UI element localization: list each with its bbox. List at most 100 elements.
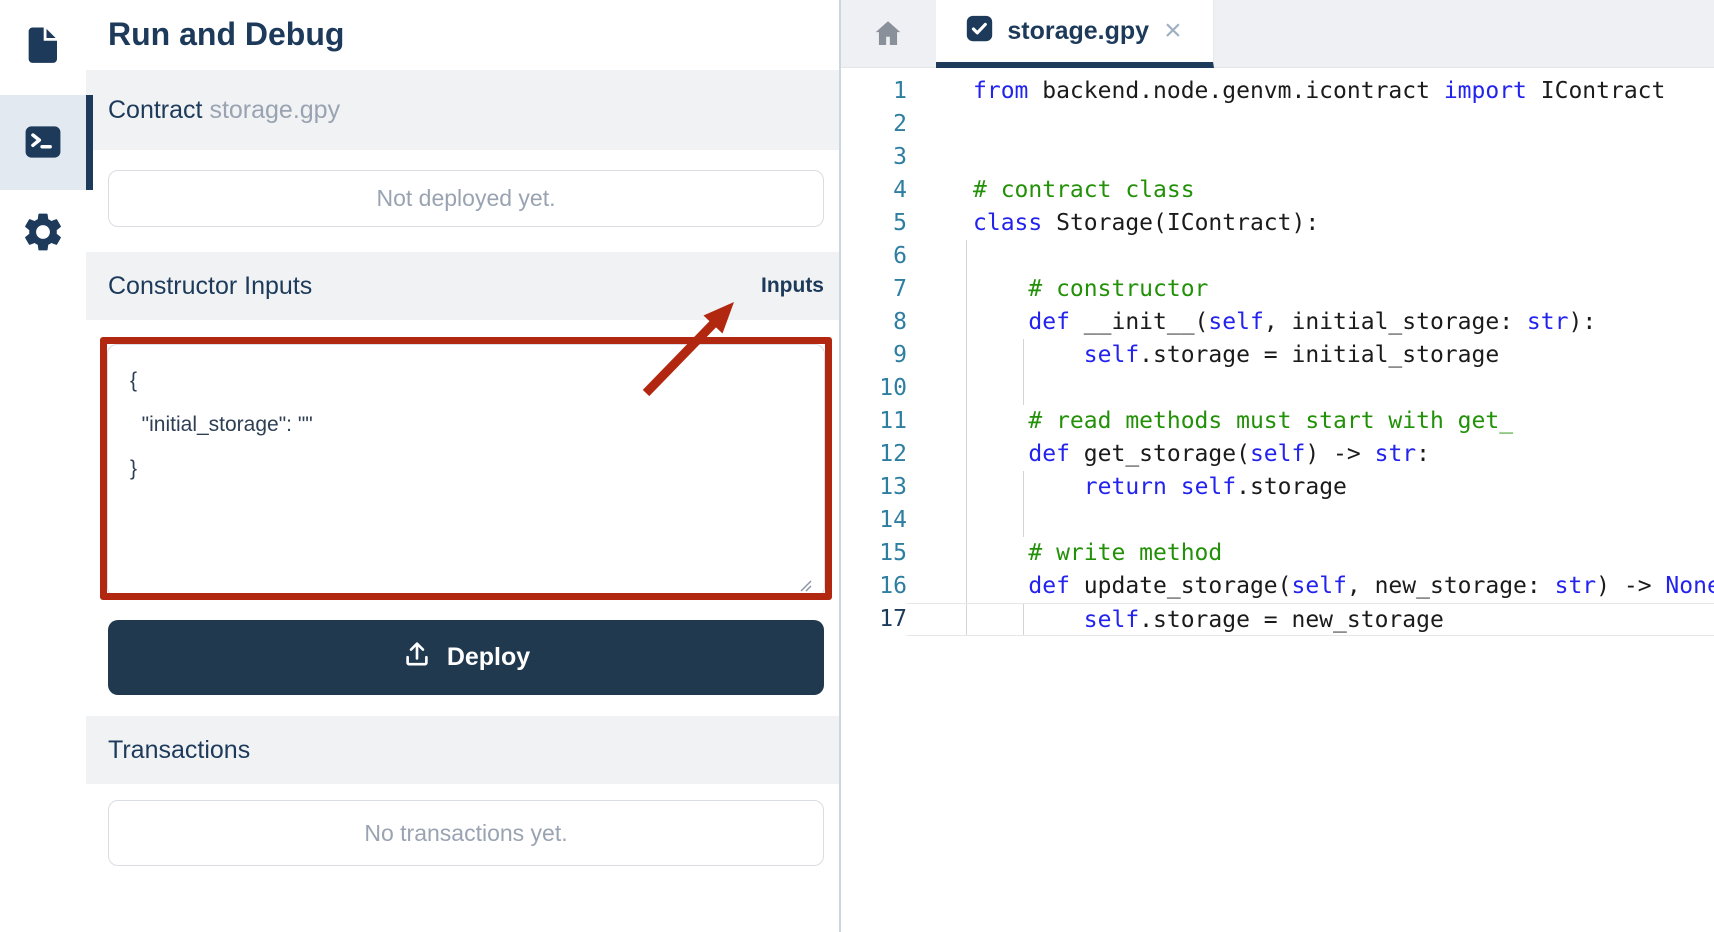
indent-guide bbox=[966, 372, 967, 405]
code-line[interactable]: 13 return self.storage bbox=[841, 471, 1714, 504]
sidebar-item-settings[interactable] bbox=[0, 203, 86, 263]
indent-guide bbox=[1023, 471, 1024, 504]
tab-close-icon[interactable]: × bbox=[1164, 14, 1182, 47]
code-line[interactable]: 2 bbox=[841, 108, 1714, 141]
textarea-resize-handle[interactable] bbox=[798, 578, 814, 599]
line-number: 11 bbox=[879, 408, 907, 434]
indent-guide bbox=[966, 438, 967, 471]
code-line[interactable]: 8 def __init__(self, initial_storage: st… bbox=[841, 306, 1714, 339]
deploy-status-text: Not deployed yet. bbox=[376, 185, 556, 211]
upload-icon bbox=[402, 639, 432, 676]
gear-icon bbox=[20, 209, 66, 258]
deploy-button-label: Deploy bbox=[446, 643, 531, 671]
code-line[interactable]: 14 bbox=[841, 504, 1714, 537]
line-number: 6 bbox=[893, 243, 907, 269]
indent-guide bbox=[966, 537, 967, 570]
run-debug-panel: Run and Debug Contract storage.gpy Not d… bbox=[86, 0, 839, 932]
code-line[interactable]: 3 bbox=[841, 141, 1714, 174]
code-line[interactable]: 1 from backend.node.genvm.icontract impor… bbox=[841, 75, 1714, 108]
code-text: def update_storage(self, new_storage: st… bbox=[1028, 573, 1714, 599]
code-line[interactable]: 12 def get_storage(self) -> str: bbox=[841, 438, 1714, 471]
code-line[interactable]: 9 self.storage = initial_storage bbox=[841, 339, 1714, 372]
line-number: 2 bbox=[893, 111, 907, 137]
indent-guide bbox=[966, 504, 967, 537]
code-line[interactable]: 17 self.storage = new_storage bbox=[841, 603, 1714, 636]
transactions-header: Transactions bbox=[86, 716, 839, 784]
code-line[interactable]: 10 bbox=[841, 372, 1714, 405]
tab-storage-gpy[interactable]: storage.gpy × bbox=[936, 0, 1214, 68]
line-number: 1 bbox=[893, 78, 907, 104]
code-line[interactable]: 6 bbox=[841, 240, 1714, 273]
panel-editor-divider[interactable] bbox=[839, 0, 841, 932]
line-number: 10 bbox=[879, 375, 907, 401]
code-line[interactable]: 11 # read methods must start with get_ bbox=[841, 405, 1714, 438]
indent-guide bbox=[966, 604, 967, 635]
code-line[interactable]: 16 def update_storage(self, new_storage:… bbox=[841, 570, 1714, 603]
code-text: class Storage(IContract): bbox=[973, 210, 1320, 236]
code-line[interactable]: 7 # constructor bbox=[841, 273, 1714, 306]
sidebar-item-files[interactable] bbox=[0, 16, 86, 76]
code-line[interactable]: 15 # write method bbox=[841, 537, 1714, 570]
code-line[interactable]: 5 class Storage(IContract): bbox=[841, 207, 1714, 240]
indent-guide bbox=[1023, 504, 1024, 537]
indent-guide bbox=[966, 273, 967, 306]
constructor-inputs-header: Constructor Inputs Inputs bbox=[86, 252, 839, 320]
code-editor: storage.gpy × 1 from backend.node.genvm.i… bbox=[841, 0, 1714, 932]
line-number: 5 bbox=[893, 210, 907, 236]
code-text: # read methods must start with get_ bbox=[1028, 408, 1514, 434]
line-number: 12 bbox=[879, 441, 907, 467]
code-line[interactable]: 4 # contract class bbox=[841, 174, 1714, 207]
sidebar-item-run-debug[interactable] bbox=[0, 113, 86, 173]
contract-label: Contract storage.gpy bbox=[108, 95, 341, 124]
deploy-button[interactable]: Deploy bbox=[108, 620, 824, 695]
indent-guide bbox=[966, 570, 967, 603]
code-area[interactable]: 1 from backend.node.genvm.icontract impor… bbox=[841, 68, 1714, 932]
transactions-empty-text: No transactions yet. bbox=[364, 819, 568, 846]
code-text: self.storage = new_storage bbox=[1083, 607, 1444, 633]
indent-guide bbox=[966, 339, 967, 372]
home-tab-button[interactable] bbox=[867, 14, 909, 54]
indent-guide bbox=[966, 471, 967, 504]
indent-guide bbox=[1023, 339, 1024, 372]
indent-guide bbox=[966, 405, 967, 438]
line-number: 8 bbox=[893, 309, 907, 335]
active-item-indicator bbox=[86, 95, 93, 190]
transactions-label: Transactions bbox=[108, 735, 251, 764]
line-number: 16 bbox=[879, 573, 907, 599]
activity-bar bbox=[0, 0, 93, 932]
code-text: def __init__(self, initial_storage: str)… bbox=[1028, 309, 1597, 335]
code-text: self.storage = initial_storage bbox=[1083, 342, 1500, 368]
inputs-badge: Inputs bbox=[761, 274, 824, 297]
tab-title: storage.gpy bbox=[1007, 16, 1150, 45]
file-icon bbox=[22, 24, 64, 69]
indent-guide bbox=[966, 240, 967, 273]
line-number: 4 bbox=[893, 177, 907, 203]
code-text: from backend.node.genvm.icontract import… bbox=[973, 78, 1666, 104]
home-icon bbox=[871, 17, 905, 52]
indent-guide bbox=[1023, 372, 1024, 405]
line-number: 17 bbox=[879, 606, 907, 632]
transactions-empty-box: No transactions yet. bbox=[108, 800, 824, 866]
indent-guide bbox=[966, 306, 967, 339]
code-text: # constructor bbox=[1028, 276, 1209, 302]
code-text: # contract class bbox=[973, 177, 1195, 203]
line-number: 7 bbox=[893, 276, 907, 302]
constructor-inputs-label: Constructor Inputs bbox=[108, 271, 313, 300]
page-title: Run and Debug bbox=[108, 16, 345, 52]
line-number: 14 bbox=[879, 507, 907, 533]
file-check-icon bbox=[965, 14, 994, 48]
contract-file-name: storage.gpy bbox=[209, 95, 341, 124]
line-number: 13 bbox=[879, 474, 907, 500]
line-number: 3 bbox=[893, 144, 907, 170]
constructor-inputs-textarea[interactable]: { "initial_storage": "" } bbox=[107, 344, 825, 597]
code-text: # write method bbox=[1028, 540, 1223, 566]
deploy-status-box: Not deployed yet. bbox=[108, 170, 824, 227]
contract-header: Contract storage.gpy bbox=[86, 70, 839, 150]
line-number: 15 bbox=[879, 540, 907, 566]
editor-tab-bar: storage.gpy × bbox=[841, 0, 1714, 68]
line-number: 9 bbox=[893, 342, 907, 368]
terminal-icon bbox=[21, 120, 65, 167]
code-text: def get_storage(self) -> str: bbox=[1028, 441, 1430, 467]
indent-guide bbox=[1023, 604, 1024, 635]
